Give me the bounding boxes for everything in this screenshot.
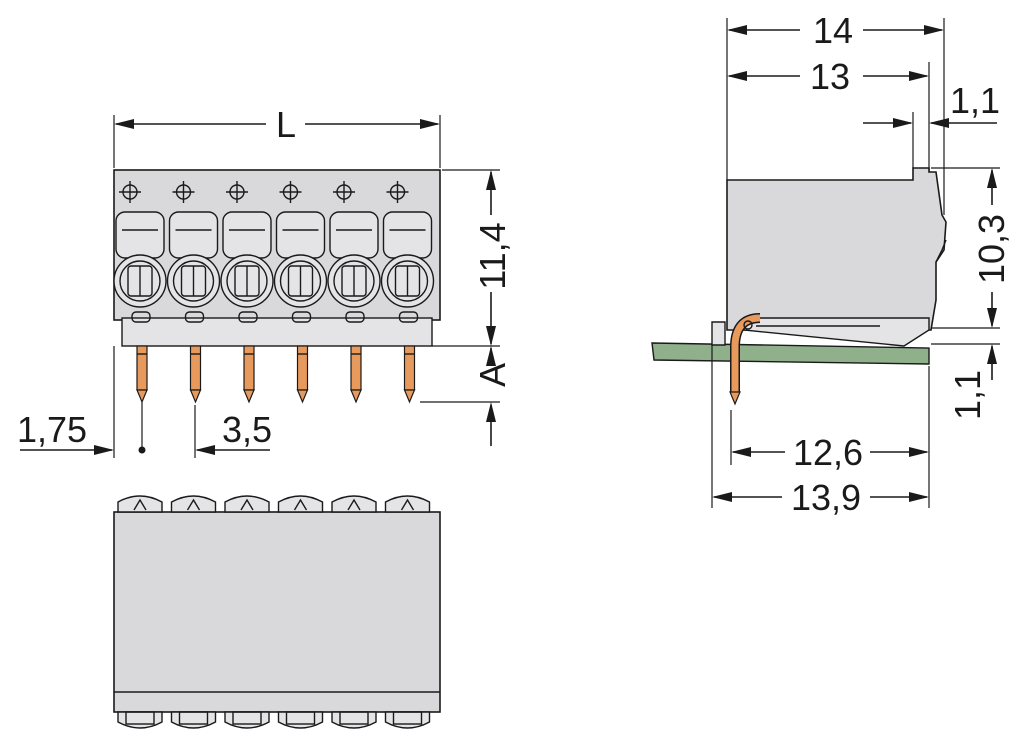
dim-height: 11,4 A (420, 169, 513, 446)
push-button (222, 211, 272, 259)
pole-unit (327, 181, 381, 323)
label-body-height: 10,3 (971, 214, 1012, 284)
bottom-view (113, 495, 441, 729)
push-button (115, 211, 165, 259)
dim-base-depth: 13,9 (711, 345, 929, 518)
label-pin-to-back: 12,6 (793, 432, 863, 473)
top-bump (117, 495, 163, 513)
top-bump (170, 495, 217, 513)
push-button (168, 211, 219, 259)
top-bump (277, 495, 324, 513)
push-button (275, 211, 326, 259)
pole-unit (380, 181, 435, 323)
label-pitch: 3,5 (222, 409, 272, 450)
label-base-depth: 13,9 (791, 477, 861, 518)
housing-base-front (121, 317, 433, 347)
pins (136, 345, 416, 404)
bottom-top-bumps (117, 495, 431, 513)
label-flange: 1,1 (950, 80, 1000, 121)
push-button (329, 211, 379, 259)
foot (170, 711, 217, 729)
dim-flange: 1,1 (863, 80, 1000, 168)
pin (403, 345, 416, 404)
label-overall-depth: 14 (813, 10, 853, 51)
foot (277, 711, 324, 729)
top-bump (331, 495, 377, 513)
pole-unit (220, 181, 274, 323)
label-length: L (276, 104, 296, 145)
foot (117, 711, 163, 729)
pin (189, 345, 202, 404)
side-view: 14 13 1,1 (651, 10, 1012, 518)
top-bump (224, 495, 270, 513)
dim-pin-to-back: 12,6 (730, 366, 930, 508)
housing-side-foot (743, 317, 930, 347)
top-bump (384, 495, 431, 513)
pin (350, 345, 362, 404)
label-first-pin-offset: 1,75 (17, 409, 87, 450)
pole-unit (273, 181, 328, 323)
dim-pcb-thickness: 1,1 (931, 343, 1000, 420)
housing-side (726, 167, 947, 331)
pole-unit (113, 181, 167, 323)
label-pin-length: A (472, 363, 513, 387)
foot (224, 711, 270, 729)
pole-units (113, 181, 435, 323)
label-height: 11,4 (472, 222, 513, 289)
push-button (382, 211, 433, 259)
label-body-depth: 13 (810, 56, 850, 97)
label-pcb-thickness: 1,1 (947, 370, 988, 420)
foot (384, 711, 431, 729)
dim-body-height: 10,3 (931, 167, 1012, 329)
dim-length: L (113, 104, 441, 168)
pin (136, 345, 148, 404)
bottom-feet (117, 711, 431, 729)
dim-overall-depth: 14 (726, 10, 945, 215)
pcb (651, 342, 930, 365)
foot (331, 711, 377, 729)
front-view: L 11,4 A (17, 104, 513, 458)
dim-body-depth: 13 (727, 56, 930, 175)
pole-unit (166, 181, 221, 323)
pin (296, 345, 309, 404)
dim-pin-offsets: 1,75 3,5 (17, 346, 272, 458)
housing-bottom (113, 511, 441, 713)
pin (243, 345, 255, 404)
